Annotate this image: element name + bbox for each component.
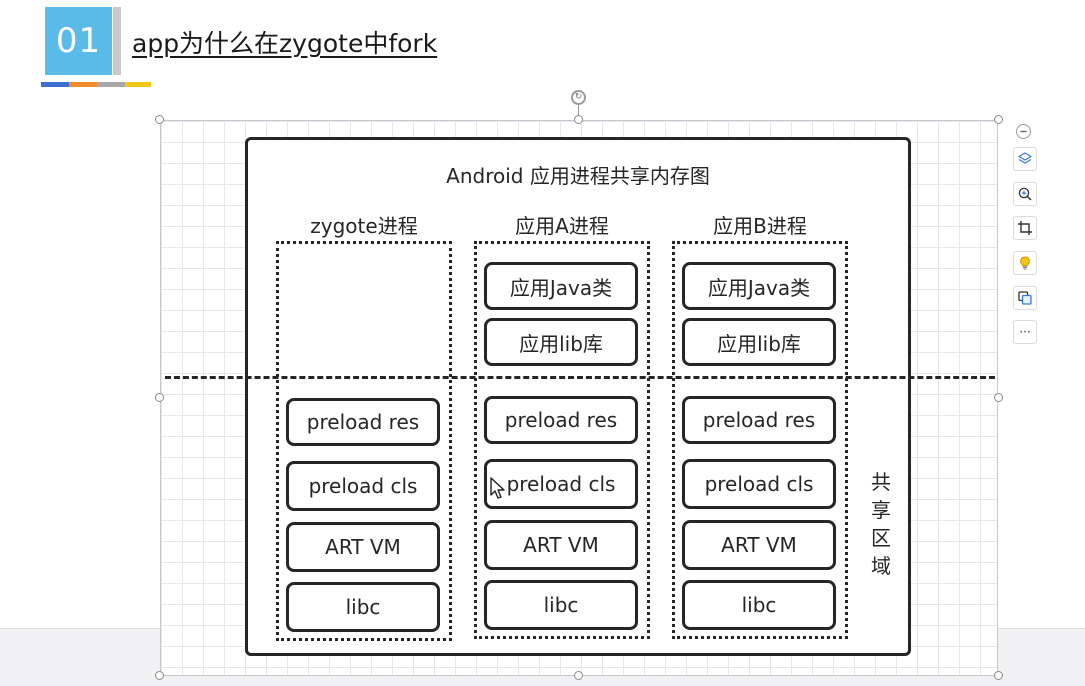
preload-res-box: preload res bbox=[286, 398, 440, 446]
duplicate-icon bbox=[1018, 291, 1032, 305]
slide-number-badge: 01 bbox=[45, 7, 112, 75]
shared-label-char: 享 bbox=[871, 498, 891, 522]
column-title-app-b: 应用B进程 bbox=[713, 214, 807, 238]
shared-area-label: 共 享 区 域 bbox=[868, 468, 894, 580]
resize-handle-bottom-right[interactable] bbox=[994, 671, 1003, 680]
shared-label-char: 共 bbox=[871, 470, 891, 494]
preload-cls-box: preload cls bbox=[682, 459, 836, 509]
app-lib-box: 应用lib库 bbox=[484, 318, 638, 366]
resize-handle-bottom-center[interactable] bbox=[574, 671, 583, 680]
slide-title[interactable]: app为什么在zygote中fork bbox=[132, 29, 438, 58]
diagram-title: Android 应用进程共享内存图 bbox=[446, 164, 710, 188]
accent-bar-blue bbox=[41, 82, 69, 87]
app-java-class-box: 应用Java类 bbox=[682, 262, 836, 310]
accent-bar-yellow bbox=[125, 82, 151, 87]
process-frame-app-b bbox=[672, 241, 848, 639]
app-lib-box: 应用lib库 bbox=[682, 318, 836, 366]
column-title-app-a: 应用A进程 bbox=[515, 214, 609, 238]
process-frame-zygote bbox=[276, 241, 452, 641]
lightbulb-icon bbox=[1020, 256, 1030, 270]
ideas-button[interactable] bbox=[1013, 251, 1037, 275]
preload-res-box: preload res bbox=[682, 396, 836, 444]
more-button[interactable]: ··· bbox=[1013, 320, 1037, 344]
zoom-in-icon bbox=[1018, 187, 1032, 201]
column-title-zygote: zygote进程 bbox=[310, 214, 418, 238]
accent-bar-orange bbox=[69, 82, 97, 87]
shared-label-char: 区 bbox=[871, 526, 891, 550]
collapse-icon[interactable] bbox=[1016, 124, 1031, 139]
layers-icon bbox=[1018, 152, 1032, 164]
accent-bar-gray bbox=[97, 82, 125, 87]
resize-handle-top-right[interactable] bbox=[994, 115, 1003, 124]
shared-label-char: 域 bbox=[871, 554, 891, 578]
crop-icon bbox=[1018, 221, 1032, 235]
resize-handle-top-center[interactable] bbox=[574, 115, 583, 124]
duplicate-button[interactable] bbox=[1013, 286, 1037, 310]
libc-box: libc bbox=[484, 580, 638, 630]
preload-cls-box: preload cls bbox=[286, 461, 440, 511]
crop-button[interactable] bbox=[1013, 216, 1037, 240]
resize-handle-middle-right[interactable] bbox=[994, 393, 1003, 402]
layers-button[interactable] bbox=[1013, 147, 1037, 171]
shared-area-divider bbox=[165, 376, 995, 379]
badge-shadow bbox=[113, 7, 121, 75]
zoom-button[interactable] bbox=[1013, 182, 1037, 206]
preload-res-box: preload res bbox=[484, 396, 638, 444]
art-vm-box: ART VM bbox=[286, 522, 440, 572]
resize-handle-bottom-left[interactable] bbox=[155, 671, 164, 680]
resize-handle-top-left[interactable] bbox=[155, 115, 164, 124]
libc-box: libc bbox=[286, 582, 440, 632]
process-frame-app-a bbox=[474, 241, 650, 639]
mouse-cursor-icon bbox=[490, 477, 505, 499]
preload-cls-box: preload cls bbox=[484, 459, 638, 509]
art-vm-box: ART VM bbox=[682, 520, 836, 570]
libc-box: libc bbox=[682, 580, 836, 630]
rotate-handle-stem bbox=[578, 105, 579, 120]
more-icon: ··· bbox=[1019, 325, 1031, 339]
app-java-class-box: 应用Java类 bbox=[484, 262, 638, 310]
art-vm-box: ART VM bbox=[484, 520, 638, 570]
resize-handle-middle-left[interactable] bbox=[155, 393, 164, 402]
rotate-handle[interactable]: ↻ bbox=[571, 90, 586, 105]
